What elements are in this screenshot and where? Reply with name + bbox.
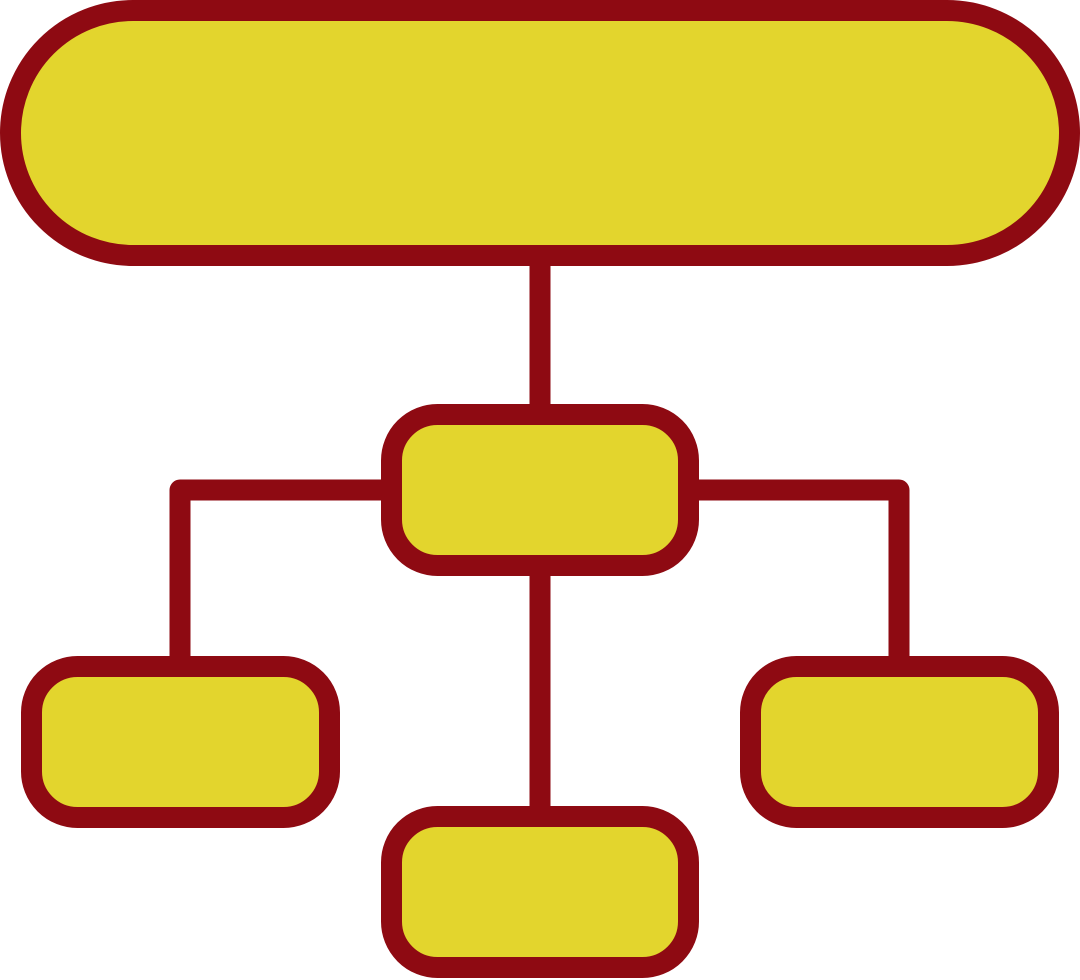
root-node [0,0,1080,266]
left-leaf-node [21,656,340,828]
connector-lines [169,256,910,816]
middle-node [381,404,699,576]
connector-middle-to-left [169,479,391,666]
connector-middle-to-right [689,479,910,666]
bottom-leaf-node [381,806,699,978]
right-leaf-node [740,656,1059,828]
